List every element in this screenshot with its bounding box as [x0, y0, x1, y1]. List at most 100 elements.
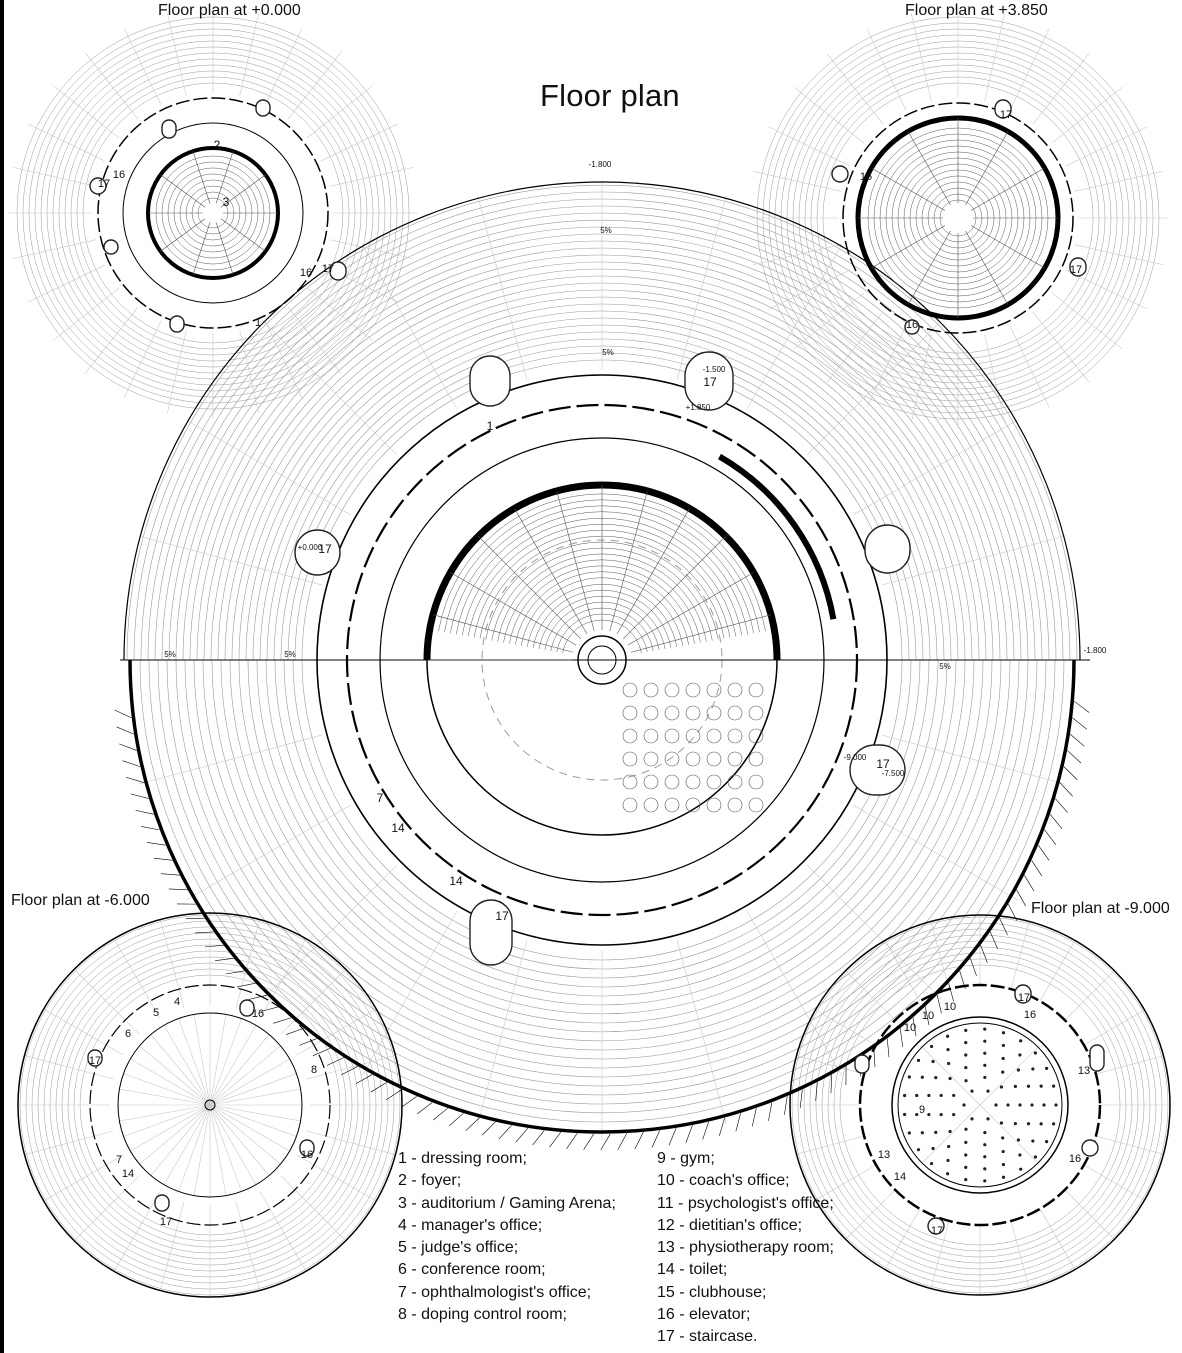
- gaming-station: [748, 705, 764, 721]
- radial-gridline: [815, 1009, 877, 1046]
- staircase-symbol: [329, 261, 347, 281]
- gym-equipment: [1001, 1070, 1005, 1074]
- radial-gridline: [209, 1104, 301, 1122]
- level-mark: -1.800: [589, 160, 612, 169]
- radial-gridline: [329, 167, 413, 187]
- gym-equipment: [964, 1041, 968, 1045]
- gym-equipment: [983, 1027, 987, 1031]
- radial-gridline: [845, 970, 896, 1021]
- ground-hatch: [401, 1096, 417, 1108]
- legend-item: 8 - doping control room;: [398, 1306, 567, 1324]
- gaming-station: [664, 728, 680, 744]
- room-number: 16: [860, 171, 872, 183]
- staircase-symbol: [239, 999, 255, 1017]
- aisle: [970, 167, 1045, 211]
- radial-gridline: [361, 910, 458, 1076]
- ground-hatch: [1072, 717, 1088, 730]
- radial-gridline: [753, 244, 842, 266]
- aisle: [220, 218, 266, 252]
- slope-mark: 5%: [164, 650, 176, 659]
- radial-gridline: [163, 1104, 211, 1185]
- gaming-station: [643, 682, 659, 698]
- gym-equipment: [902, 1093, 907, 1098]
- gym-equipment: [964, 1028, 968, 1032]
- radial-gridline: [1074, 244, 1163, 266]
- radial-gridline: [167, 13, 187, 97]
- aisle: [215, 222, 234, 275]
- ground-hatch: [147, 842, 166, 846]
- room-number: 17: [703, 375, 717, 389]
- room-number: 17: [495, 909, 509, 923]
- gym-equipment: [964, 1127, 968, 1131]
- level-mark: -7.500: [882, 769, 905, 778]
- slope-mark: 5%: [600, 226, 612, 235]
- aisle: [907, 230, 951, 305]
- legend-item: 6 - conference room;: [398, 1261, 546, 1279]
- gaming-station: [727, 682, 743, 698]
- aisle: [556, 490, 595, 632]
- radial-gridline: [24, 1055, 114, 1080]
- gaming-station: [727, 705, 743, 721]
- gym-equipment: [915, 1112, 919, 1117]
- terrace-ring: [798, 58, 1118, 378]
- radial-gridline: [74, 1175, 140, 1241]
- gym-equipment: [946, 1034, 950, 1038]
- ground-hatch: [900, 1028, 903, 1047]
- ground-hatch: [355, 1074, 373, 1084]
- ground-hatch: [126, 777, 145, 783]
- ground-hatch: [417, 1102, 433, 1115]
- gym-equipment: [964, 1079, 968, 1083]
- radial-gridline: [1074, 170, 1163, 192]
- level-mark: -9.000: [844, 753, 867, 762]
- gaming-station: [748, 774, 764, 790]
- ground-hatch: [1049, 814, 1063, 829]
- gaming-station: [643, 797, 659, 813]
- radial-gridline: [186, 419, 352, 516]
- radial-gridline: [123, 320, 162, 398]
- gym-equipment: [929, 1044, 934, 1049]
- gaming-station: [706, 751, 722, 767]
- gym-equipment: [1044, 1066, 1049, 1070]
- gym-equipment: [1052, 1084, 1056, 1088]
- gym-equipment: [927, 1093, 931, 1098]
- slope-mark: 5%: [602, 348, 614, 357]
- radial-gridline: [306, 84, 374, 139]
- gym-equipment: [934, 1130, 938, 1134]
- staircase-symbol: [854, 1054, 870, 1074]
- radial-gridline: [43, 1154, 124, 1202]
- gaming-station: [706, 728, 722, 744]
- room-number: 16: [301, 1149, 313, 1161]
- legend-left: 1 - dressing room; 2 - foyer; 3 - audito…: [398, 1148, 616, 1326]
- aisle: [192, 151, 211, 204]
- gaming-station: [622, 751, 638, 767]
- radial-gridline: [296, 1008, 377, 1056]
- terrace-ring: [786, 46, 1130, 390]
- radial-gridline: [262, 864, 398, 1000]
- inner-wall: [117, 1012, 303, 1198]
- radial-gridline: [193, 1104, 211, 1196]
- legend-item: 16 - elevator;: [657, 1306, 751, 1324]
- gym-equipment: [1033, 1051, 1038, 1055]
- radial-gridline: [24, 1130, 114, 1155]
- radial-gridline: [113, 938, 161, 1019]
- ground-hatch: [924, 1006, 930, 1026]
- radial-gridline: [984, 334, 1006, 423]
- gym-equipment: [946, 1172, 950, 1176]
- radial-gridline: [320, 123, 398, 162]
- ground-hatch: [449, 1113, 464, 1126]
- room-number: 6: [125, 1028, 131, 1040]
- gym-equipment: [931, 1146, 935, 1151]
- radial-gridline: [259, 1191, 307, 1272]
- radial-gridline: [150, 1034, 211, 1106]
- gym-equipment: [1001, 1149, 1005, 1154]
- gym-equipment: [1018, 1153, 1022, 1157]
- radial-gridline: [768, 269, 851, 310]
- gym-equipment: [964, 1165, 968, 1169]
- terrace-ring: [810, 70, 1106, 366]
- gym-equipment: [927, 1112, 931, 1117]
- ground-hatch: [1038, 845, 1050, 861]
- terrace-ring: [274, 659, 930, 988]
- gym-equipment: [929, 1161, 934, 1166]
- radial-gridline: [84, 306, 139, 374]
